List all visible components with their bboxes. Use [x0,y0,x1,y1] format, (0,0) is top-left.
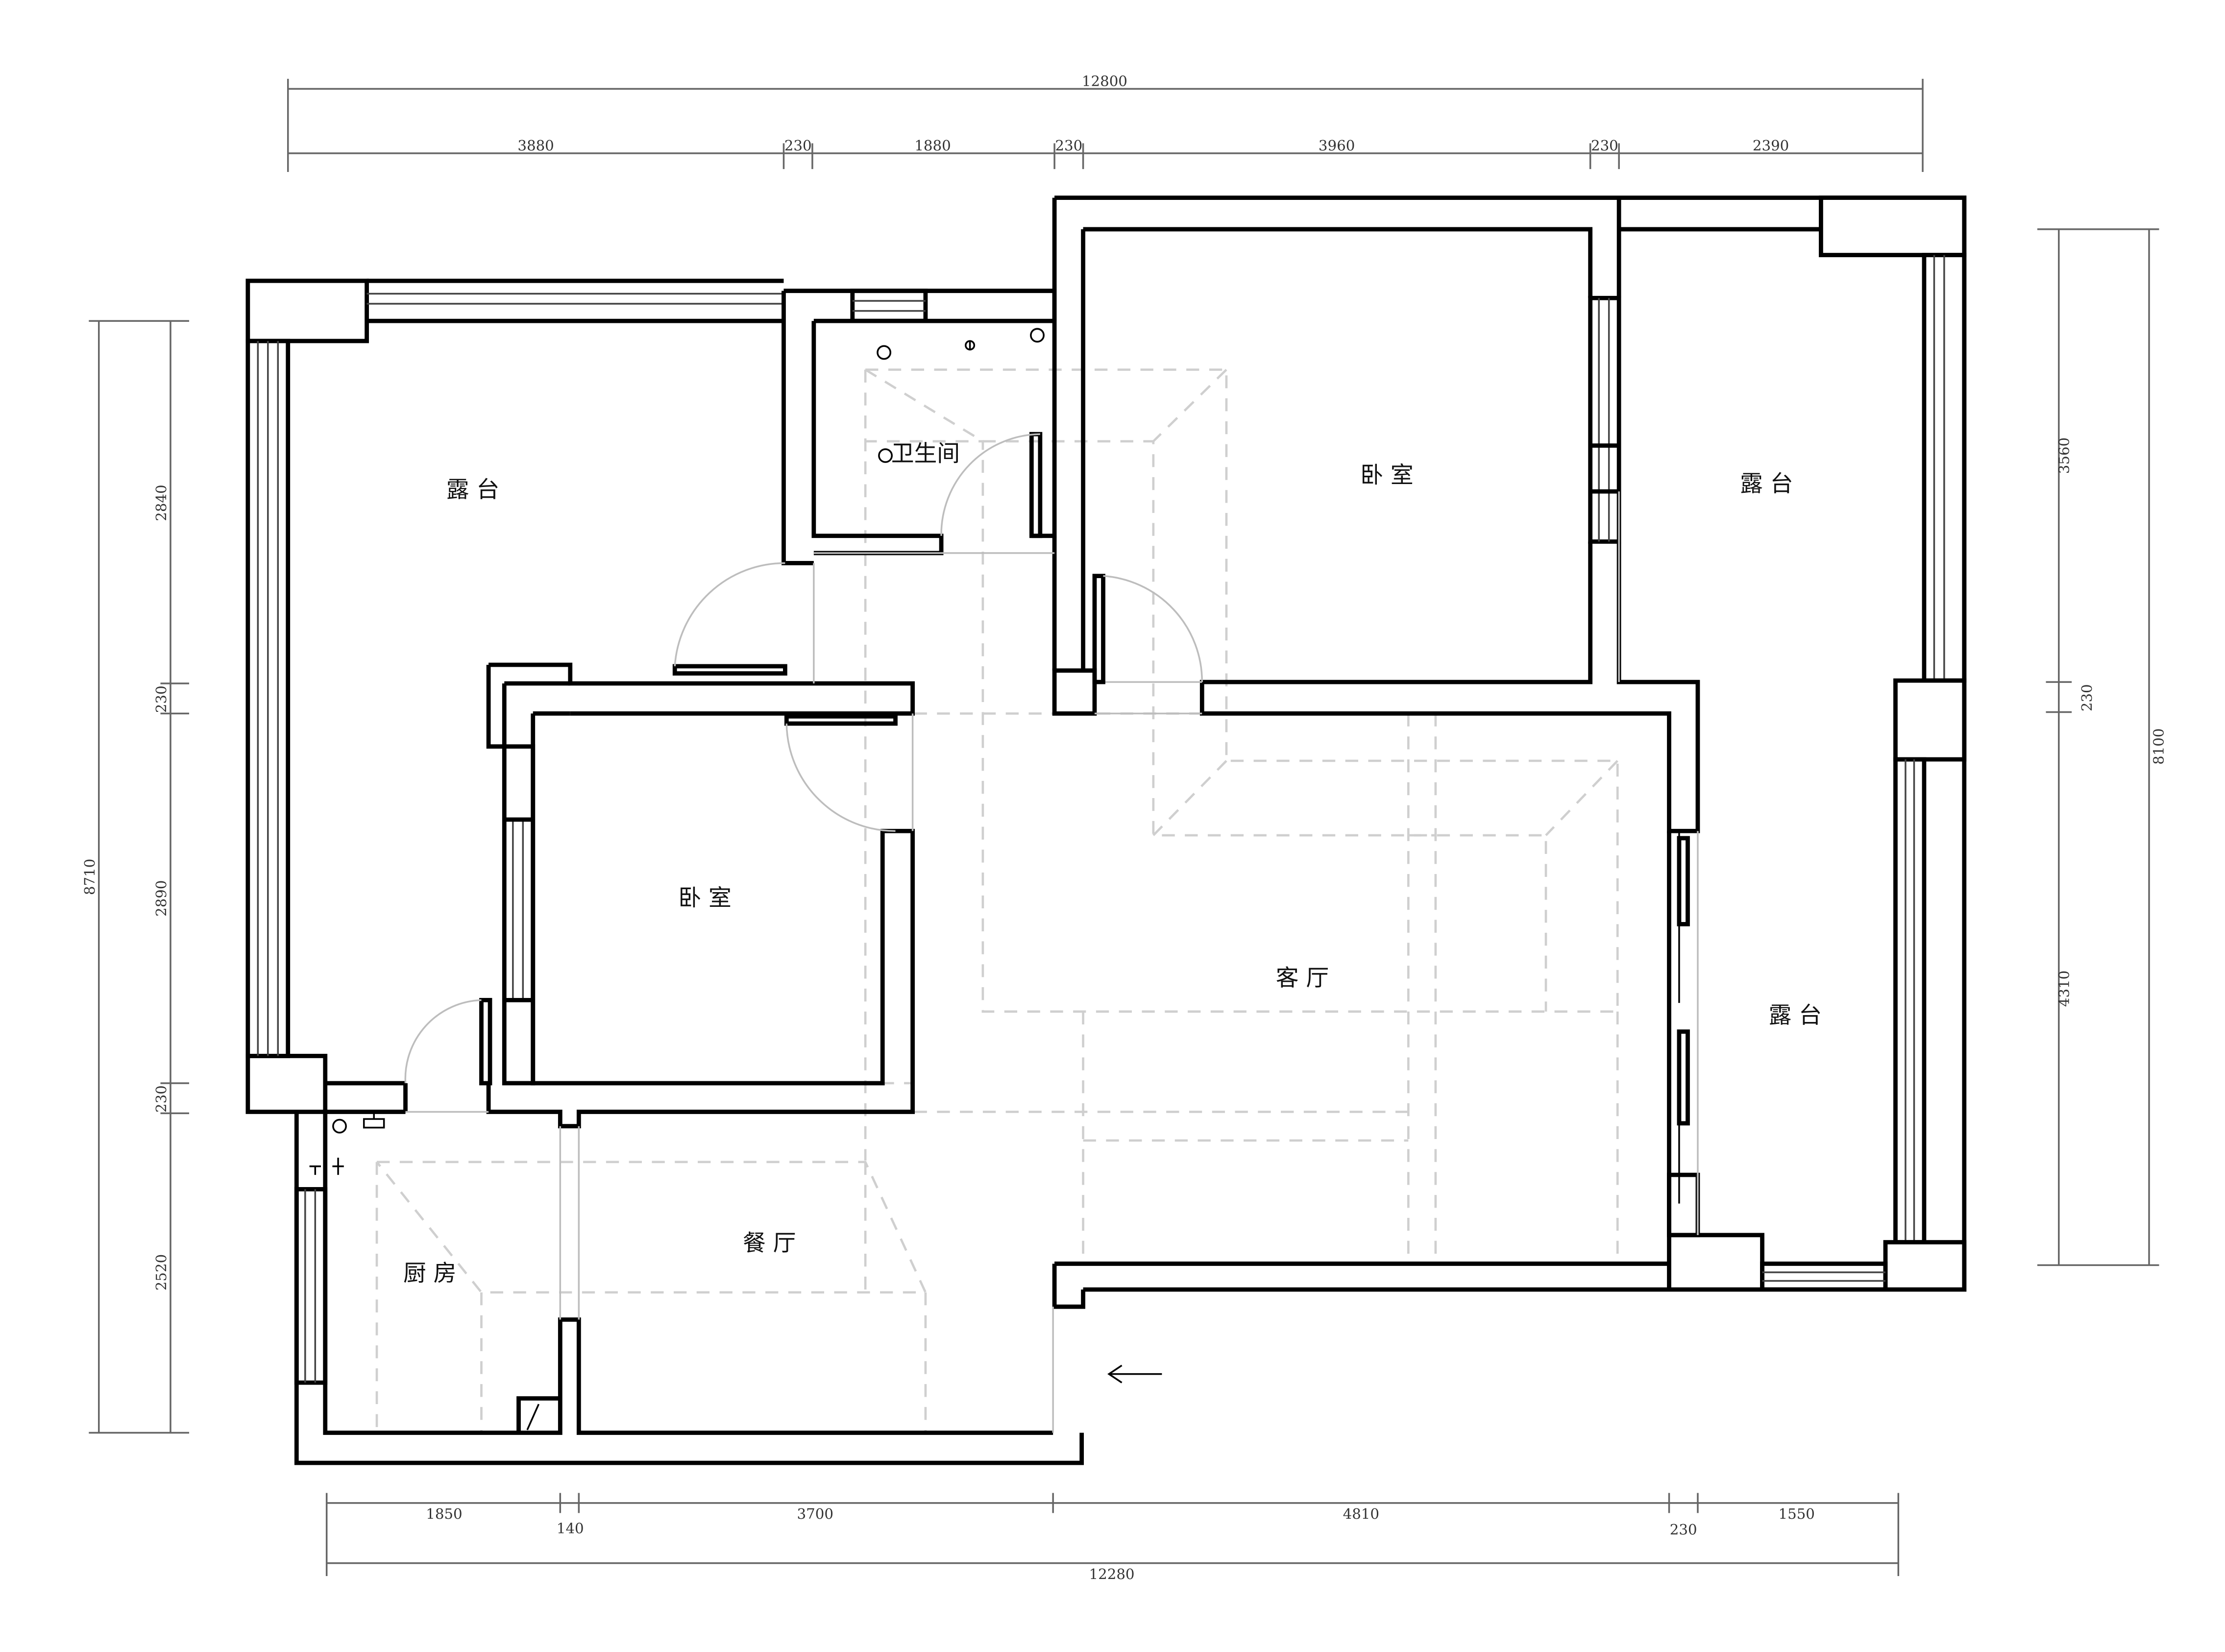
label-terrace-ne: 露 台 [1740,471,1793,497]
dim-bottom-2: 140 [557,1520,584,1536]
ceiling-guides [375,368,1668,1433]
dim-top-6: 230 [1591,137,1618,154]
column-mid [1052,668,1097,716]
dim-right-2: 230 [2078,684,2095,711]
label-kitchen: 厨 房 [403,1261,456,1287]
dim-top-7: 2390 [1753,137,1789,154]
kitchen-drain-icon [332,1118,347,1134]
toilet-drain-icon [878,448,893,463]
entrance-arrow-icon [1107,1364,1162,1384]
dimension-labels: 12800 3880 230 1880 230 3960 230 2390 18… [81,73,2167,1582]
dim-left-total: 8710 [81,859,98,895]
dim-bottom-1: 1850 [426,1506,462,1522]
dim-right-total: 8100 [2150,728,2167,764]
label-terrace-nw: 露 台 [446,477,499,503]
dim-bottom-total: 12280 [1089,1566,1135,1582]
pipe-icon [1030,328,1045,343]
label-dining: 餐 厅 [743,1230,796,1257]
dim-right-3: 4310 [2055,971,2072,1007]
dim-bottom-6: 1550 [1779,1506,1815,1522]
dim-left-4: 230 [153,1085,170,1113]
column-e [1893,678,1967,762]
dim-bottom-3: 3700 [797,1506,833,1522]
label-living: 客 厅 [1276,965,1329,992]
dim-right-1: 3560 [2055,437,2072,474]
column-ne [1819,195,1967,257]
column-sw [245,1054,328,1114]
walls [245,195,1967,1465]
column-se [1883,1240,1967,1292]
label-terrace-e: 露 台 [1769,1002,1822,1029]
label-bathroom: 卫生间 [891,441,960,467]
dim-left-1: 2840 [153,485,170,521]
doors [404,432,1203,1086]
dimension-lines [89,78,2159,1576]
dim-top-5: 3960 [1319,137,1355,154]
dim-top-4: 230 [1055,137,1082,154]
column-s [1667,1233,1764,1292]
label-bedroom-n: 卧 室 [1360,462,1413,489]
dim-top-1: 3880 [517,137,554,154]
valve-icon [309,1158,344,1175]
dim-left-5: 2520 [153,1254,170,1290]
floor-drain-icon [877,345,892,360]
fixtures [309,328,1045,1175]
dim-top-3: 1880 [914,137,951,154]
dim-left-3: 2890 [153,880,170,916]
dim-left-2: 230 [153,685,170,713]
room-labels: 露 台 卫生间 卧 室 露 台 卧 室 客 厅 露 台 餐 厅 厨 房 [403,441,1822,1287]
dim-top-2: 230 [784,137,812,154]
dim-bottom-5: 230 [1670,1521,1697,1538]
dim-top-total: 12800 [1082,73,1127,89]
dim-bottom-4: 4810 [1343,1506,1379,1522]
gas-meter-icon [363,1118,385,1129]
label-bedroom-w: 卧 室 [678,885,731,911]
column-nw [245,278,369,343]
